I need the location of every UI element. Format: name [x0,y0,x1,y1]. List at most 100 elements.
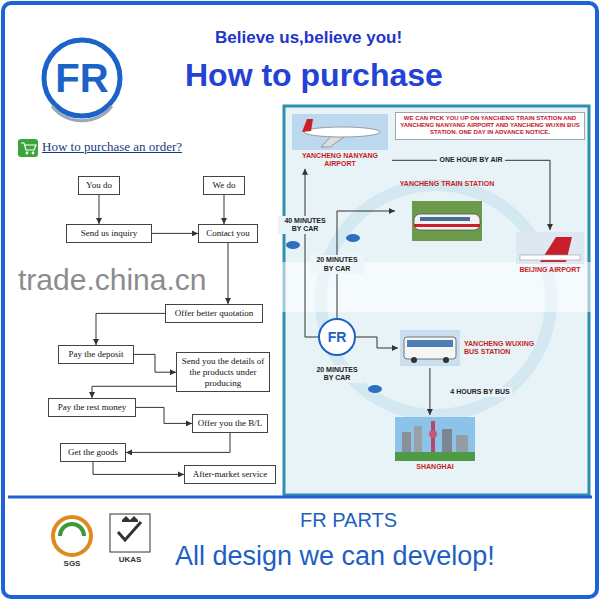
cart-wheel [32,152,35,155]
place-node: YANCHENG NANYANG AIRPORT [288,112,392,169]
process-box: Get the goods [60,443,126,462]
building [402,432,411,452]
divider-line [8,496,592,499]
node-text: BEIJING AIRPORT [512,266,588,274]
node-text: Offer you the B/L [197,418,263,429]
node-text: FR [328,329,347,345]
logo-swoosh [52,106,112,121]
ukas-crown [122,516,138,522]
node-text: Offer better quotation [170,308,258,319]
place-node: YANCHENG TRAIN STATION [395,180,499,242]
node-text: You do [83,180,115,191]
bus-wheel [411,357,417,363]
train-photo [412,201,482,241]
node-text: WE CAN PICK YOU UP ON YANCHENG TRAIN STA… [399,115,581,137]
edge-label: ONE HOUR BY AIR [437,155,504,165]
process-box: Send you the details of the products und… [176,352,270,392]
node-text: We do [208,180,240,191]
process-box: Pay the rest money [48,398,136,417]
flow-arrow [429,368,430,415]
bus-body [404,337,456,359]
place-node: SHANGHAI [390,415,480,471]
cert-mark: SGS [52,559,92,569]
flow-arrow [92,386,176,398]
flow-arrow [392,160,550,230]
flow-arrow [224,195,225,224]
bus-photo [400,330,460,366]
flow-arrow [126,433,230,453]
brand-name: FR PARTS [300,508,397,532]
plane-body [520,255,580,260]
cert-mark: UKAS [110,555,150,565]
process-box: After-market service [184,465,276,484]
building [414,426,422,452]
edge-label: 4 HOURS BY BUS [448,387,511,397]
node-text: SHANGHAI [390,463,480,471]
car-icon [346,234,360,242]
edge-label: 20 MINUTES BY CAR [310,255,364,274]
place-node: BEIJING AIRPORT [512,230,588,274]
plane-tail [302,119,313,132]
shanghai-photo [395,417,475,461]
node-text: YANCHENG TRAIN STATION [395,180,499,198]
building [456,435,468,452]
process-box: We do [203,176,245,195]
edge-label: 40 MINUTES BY CAR [278,216,332,235]
watermark-band [5,262,595,312]
car-icon [286,241,300,249]
tower [429,430,437,438]
page-title: How to purchase [185,56,443,94]
sgs-logo [60,524,84,536]
watermark: trade.china.cn [18,262,206,298]
logo-text: FR [42,53,122,103]
node-text: Pay the deposit [63,349,129,360]
process-box: Offer better quotation [165,304,263,323]
car-icon [368,385,382,393]
process-box: Pay the deposit [58,345,134,364]
bus-windows [407,340,453,347]
flow-arrow [99,195,100,224]
bus-wheel [443,357,449,363]
slogan-text: Believe us,believe you! [215,28,402,48]
airport-photo [292,114,388,150]
flow-arrow [134,354,176,372]
notice-box: WE CAN PICK YOU UP ON YANCHENG TRAIN STA… [395,112,585,140]
company-circle: FR [318,318,356,356]
train-stripe [414,224,480,227]
outer-frame [3,3,597,597]
process-box: Contact you [198,224,258,243]
flow-arrow [305,169,318,337]
edge-label: 20 MINUTES BY CAR [310,365,364,384]
process-box: Offer you the B/L [192,414,268,433]
ukas-logo [110,514,150,552]
flow-arrow [136,407,192,423]
plane-body [304,127,380,137]
train-body [414,214,480,230]
cart-icon [18,139,38,157]
cart-wheel [26,152,29,155]
ground [395,452,475,461]
flow-arrow [228,243,229,304]
node-text: YANCHENG WUXING BUS STATION [464,340,548,357]
section-heading: How to purchase an order? [42,139,182,156]
node-text: Send us inquiry [71,228,147,239]
process-box: Send us inquiry [66,224,152,243]
node-text: Pay the rest money [53,402,131,413]
sgs-logo [53,517,91,555]
flow-arrow [152,233,198,234]
place-node: YANCHENG WUXING BUS STATION [398,328,548,368]
flow-arrow [96,313,165,345]
node-text: Get the goods [65,447,121,458]
node-text: YANCHENG NANYANG AIRPORT [288,152,392,169]
building [442,429,452,452]
ukas-check [118,522,141,540]
train-windows [420,217,470,221]
node-text: After-market service [189,469,271,480]
cart-icon [21,143,36,150]
node-text: Contact you [203,228,253,239]
beijing-photo [516,232,584,264]
node-text: Send you the details of the products und… [181,356,265,388]
flow-arrow [93,462,184,475]
flow-arrow [356,337,398,348]
